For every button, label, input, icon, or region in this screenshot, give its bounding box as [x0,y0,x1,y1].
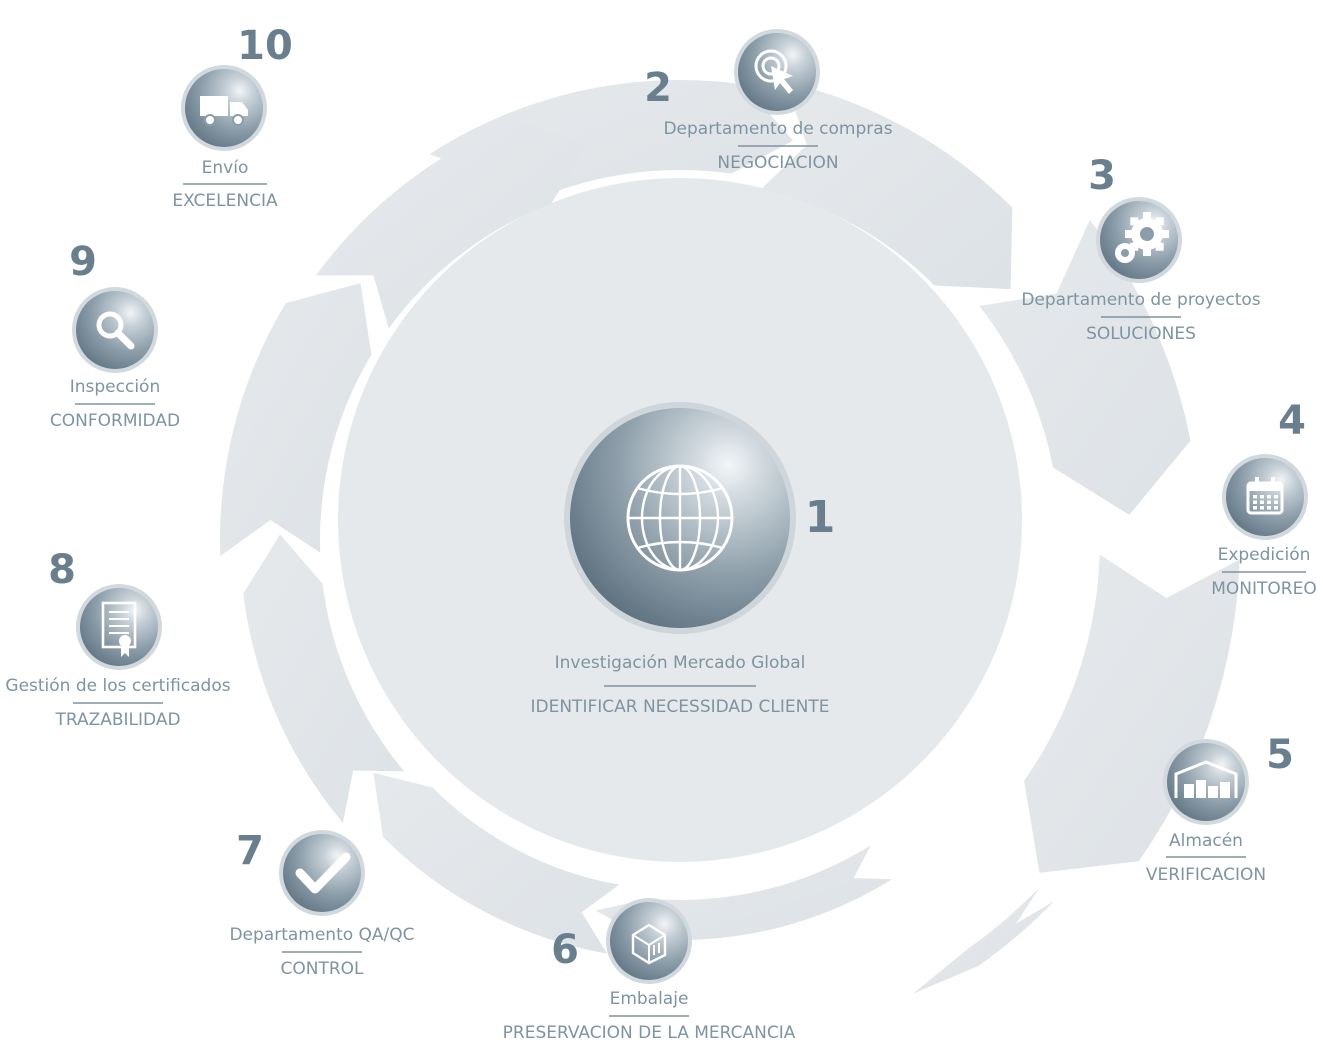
step-number: 3 [1088,153,1116,199]
ring-segment [315,119,588,329]
step-title: Departamento QA/QC [229,925,414,945]
ring-segment [913,887,1055,994]
step-subtitle: MONITOREO [1211,579,1316,599]
step-number: 8 [48,547,76,593]
ring-segment [243,534,405,823]
step-subtitle: VERIFICACION [1146,865,1266,885]
step-title: Inspección [70,377,161,397]
step-orb [1226,458,1304,536]
warehouse-icon [1174,760,1238,798]
step-number: 4 [1278,398,1306,444]
step-orb [283,834,361,912]
ring-segment [373,772,620,954]
step-number: 6 [551,927,579,973]
step-title: Almacén [1169,831,1243,851]
step-orb [610,902,688,980]
calendar-icon [1246,477,1284,515]
step-number: 9 [69,239,97,285]
truck-icon [200,96,248,126]
center-title: Investigación Mercado Global [555,653,806,673]
center-number: 1 [805,492,836,543]
globe-icon [626,464,734,572]
cursor-click-icon [754,49,793,94]
step-subtitle: EXCELENCIA [172,191,278,211]
step-title: Gestión de los certificados [5,676,230,696]
magnifier-icon [96,311,135,350]
step-number: 5 [1266,732,1294,778]
step-subtitle: SOLUCIONES [1086,324,1196,344]
step-number: 10 [237,23,293,69]
step-subtitle: CONFORMIDAD [50,411,180,431]
ring-segment [219,283,372,557]
package-icon [631,923,667,965]
step-title: Departamento de compras [663,119,892,139]
step-subtitle: NEGOCIACION [717,153,838,173]
step-title: Envío [202,158,249,178]
step-title: Departamento de proyectos [1021,290,1260,310]
ring-segment [979,219,1191,515]
center-subtitle: IDENTIFICAR NECESSIDAD CLIENTE [531,697,830,717]
cycle-ring [219,79,1240,994]
step-subtitle: PRESERVACION DE LA MERCANCIA [503,1023,796,1043]
center-node: 1 Investigación Mercado Global IDENTIFIC… [531,402,836,717]
step-subtitle: CONTROL [280,959,364,979]
step-number: 7 [236,828,264,874]
gears-icon [1115,212,1169,263]
step-orb [76,291,154,369]
step-title: Expedición [1218,545,1311,565]
ring-segment [1024,554,1240,873]
certificate-icon [101,601,137,657]
ring-segment [760,82,1013,290]
step-number: 2 [644,65,672,111]
checkmark-icon [295,852,351,894]
step-title: Embalaje [610,989,689,1009]
step-subtitle: TRAZABILIDAD [54,710,180,730]
